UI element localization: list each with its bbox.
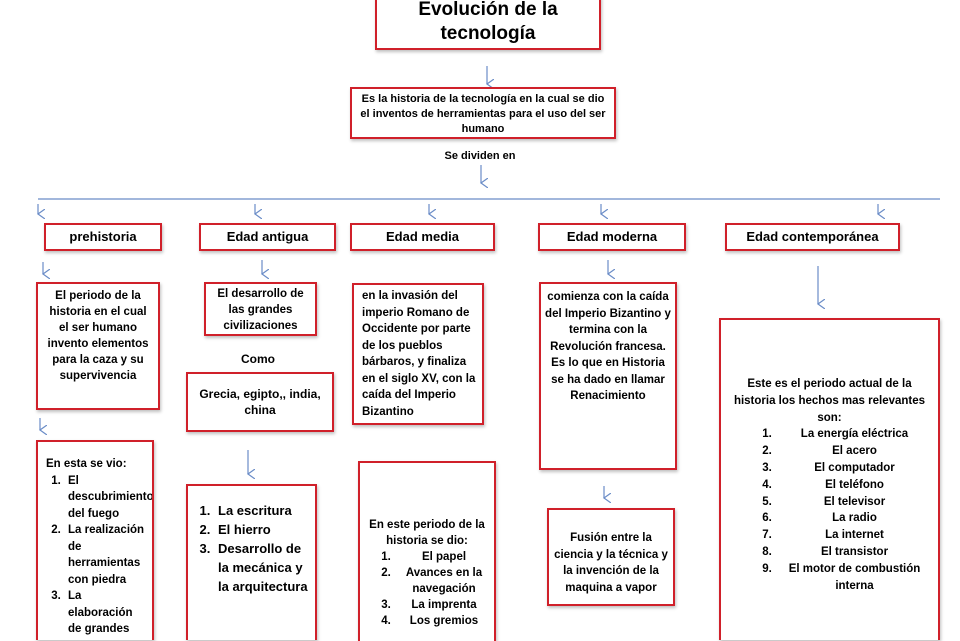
era-name-prehistoria: prehistoria <box>69 229 137 244</box>
era-name-edad-contemporanea: Edad contemporánea <box>746 229 879 244</box>
title-box: Evolución de la tecnología <box>375 0 601 50</box>
list-item: La energía eléctrica <box>775 426 930 443</box>
contemporanea-list: La energía eléctrica El acero El computa… <box>729 426 930 594</box>
media-list-intro: En este periodo de la historia se dio: <box>369 519 485 547</box>
prehistoria-list-intro: En esta se vio: <box>46 458 127 470</box>
definition-box: Es la historia de la tecnología en la cu… <box>350 87 616 139</box>
antigua-list: La escritura El hierro Desarrollo de la … <box>194 501 311 596</box>
prehistoria-desc: El periodo de la historia en el cual el … <box>47 290 149 382</box>
antigua-desc-box: El desarrollo de las grandes civilizacio… <box>204 282 317 336</box>
list-item: El teléfono <box>775 477 930 494</box>
era-name-edad-moderna: Edad moderna <box>566 229 658 244</box>
divide-label: Se dividen en <box>444 150 516 162</box>
list-item: El motor de combustión interna <box>775 561 930 595</box>
list-item: El computador <box>775 460 930 477</box>
era-header-edad-moderna: Edad moderna <box>538 223 686 251</box>
antigua-desc: El desarrollo de las grandes civilizacio… <box>217 288 304 332</box>
definition-text: Es la historia de la tecnología en la cu… <box>360 93 606 135</box>
list-item: La escritura <box>214 501 311 520</box>
era-name-edad-antigua: Edad antigua <box>226 229 309 244</box>
prehistoria-list: El descubrimiento del fuego La realizaci… <box>46 473 152 638</box>
title-text: Evolución de la tecnología <box>418 0 558 44</box>
list-item: La elaboración de grandes <box>64 588 148 638</box>
antigua-examples: Grecia, egipto,, india, china <box>199 387 321 417</box>
list-item: El televisor <box>775 494 930 511</box>
prehistoria-list-box: En esta se vio: El descubrimiento del fu… <box>36 440 154 640</box>
list-item: El papel <box>394 549 490 565</box>
list-item: Avances en la navegación <box>394 565 490 597</box>
antigua-connector-label: Como <box>241 352 275 366</box>
era-name-edad-media: Edad media <box>386 229 459 244</box>
contemporanea-list-box: Este es el periodo actual de la historia… <box>719 318 940 640</box>
antigua-list-box: La escritura El hierro Desarrollo de la … <box>186 484 317 640</box>
era-header-prehistoria: prehistoria <box>44 223 162 251</box>
era-header-edad-contemporanea: Edad contemporánea <box>725 223 900 251</box>
media-list: El papel Avances en la navegación La imp… <box>364 549 490 629</box>
list-item: El hierro <box>214 520 311 539</box>
contemporanea-list-intro: Este es el periodo actual de la historia… <box>733 378 926 424</box>
list-item: Los gremios <box>394 613 490 629</box>
list-item: El transistor <box>775 544 930 561</box>
list-item: Desarrollo de la mecánica y la arquitect… <box>214 539 311 596</box>
list-item: El acero <box>775 443 930 460</box>
media-desc-box: en la invasión del imperio Romano de Occ… <box>352 283 484 425</box>
moderna-desc: comienza con la caída del Imperio Bizant… <box>545 291 671 402</box>
era-header-edad-media: Edad media <box>350 223 495 251</box>
moderna-desc-box: comienza con la caída del Imperio Bizant… <box>539 282 677 470</box>
media-list-box: En este periodo de la historia se dio: E… <box>358 461 496 641</box>
list-item: La radio <box>775 510 930 527</box>
media-desc: en la invasión del imperio Romano de Occ… <box>362 290 476 418</box>
antigua-examples-box: Grecia, egipto,, india, china <box>186 372 334 432</box>
moderna-note-box: Fusión entre la ciencia y la técnica y l… <box>547 508 675 606</box>
list-item: La realización de herramientas con piedr… <box>64 522 148 588</box>
list-item: La imprenta <box>394 597 490 613</box>
era-header-edad-antigua: Edad antigua <box>199 223 336 251</box>
list-item: La internet <box>775 527 930 544</box>
prehistoria-desc-box: El periodo de la historia en el cual el … <box>36 282 160 410</box>
moderna-note: Fusión entre la ciencia y la técnica y l… <box>554 532 668 594</box>
list-item: El descubrimiento del fuego <box>64 473 152 523</box>
